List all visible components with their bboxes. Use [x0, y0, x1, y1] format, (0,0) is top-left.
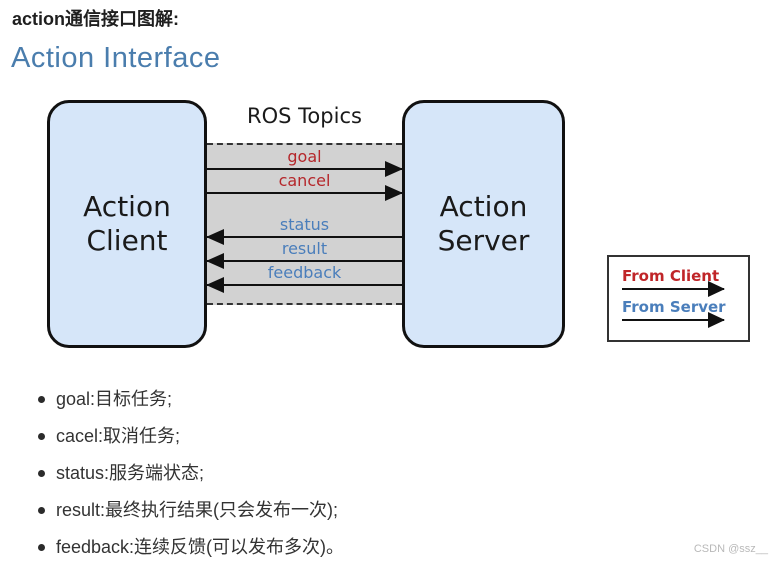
action-client-label: Action Client: [83, 190, 171, 257]
legend-box: From Client From Server: [607, 255, 750, 342]
topics-channel: goal cancel status result feedback: [206, 143, 403, 305]
goal-arrow: goal: [207, 147, 403, 177]
action-server-label: Action Server: [437, 190, 530, 257]
section-heading: Action Interface: [11, 42, 221, 74]
article-title: action通信接口图解:: [12, 9, 180, 29]
list-item: goal:目标任务;: [34, 388, 344, 411]
cancel-label: cancel: [278, 171, 331, 190]
feedback-arrow: feedback: [206, 263, 402, 293]
result-arrow: result: [206, 239, 402, 269]
cancel-arrow: cancel: [207, 171, 403, 201]
legend-from-client-label: From Client: [622, 267, 720, 285]
arrowhead-left-icon: [206, 277, 224, 293]
arrowhead-right-icon: [385, 185, 403, 201]
legend-from-server-arrow: [622, 312, 725, 328]
feedback-arrow-line: [206, 277, 402, 293]
list-item: result:最终执行结果(只会发布一次);: [34, 499, 344, 522]
action-server-box: Action Server: [402, 100, 565, 348]
arrowhead-left-icon: [206, 253, 224, 269]
arrowhead-right-icon: [385, 161, 403, 177]
action-client-box: Action Client: [47, 100, 207, 348]
list-item: feedback:连续反馈(可以发布多次)。: [34, 536, 344, 559]
legend-from-client-arrow: [622, 281, 725, 297]
arrowhead-right-icon: [708, 281, 725, 297]
result-arrow-line: [206, 253, 402, 269]
status-arrow: status: [206, 215, 402, 245]
ros-topics-label: ROS Topics: [247, 104, 362, 128]
list-item: status:服务端状态;: [34, 462, 344, 485]
status-arrow-line: [206, 229, 402, 245]
topic-description-list: goal:目标任务; cacel:取消任务; status:服务端状态; res…: [34, 388, 344, 568]
feedback-label: feedback: [267, 263, 342, 282]
arrowhead-right-icon: [708, 312, 725, 328]
result-label: result: [281, 239, 328, 258]
arrowhead-left-icon: [206, 229, 224, 245]
status-label: status: [279, 215, 330, 234]
legend-from-server-label: From Server: [622, 298, 726, 316]
list-item: cacel:取消任务;: [34, 425, 344, 448]
goal-label: goal: [287, 147, 322, 166]
csdn-watermark: CSDN @ssz__: [693, 543, 768, 555]
goal-arrow-line: [207, 161, 403, 177]
cancel-arrow-line: [207, 185, 403, 201]
